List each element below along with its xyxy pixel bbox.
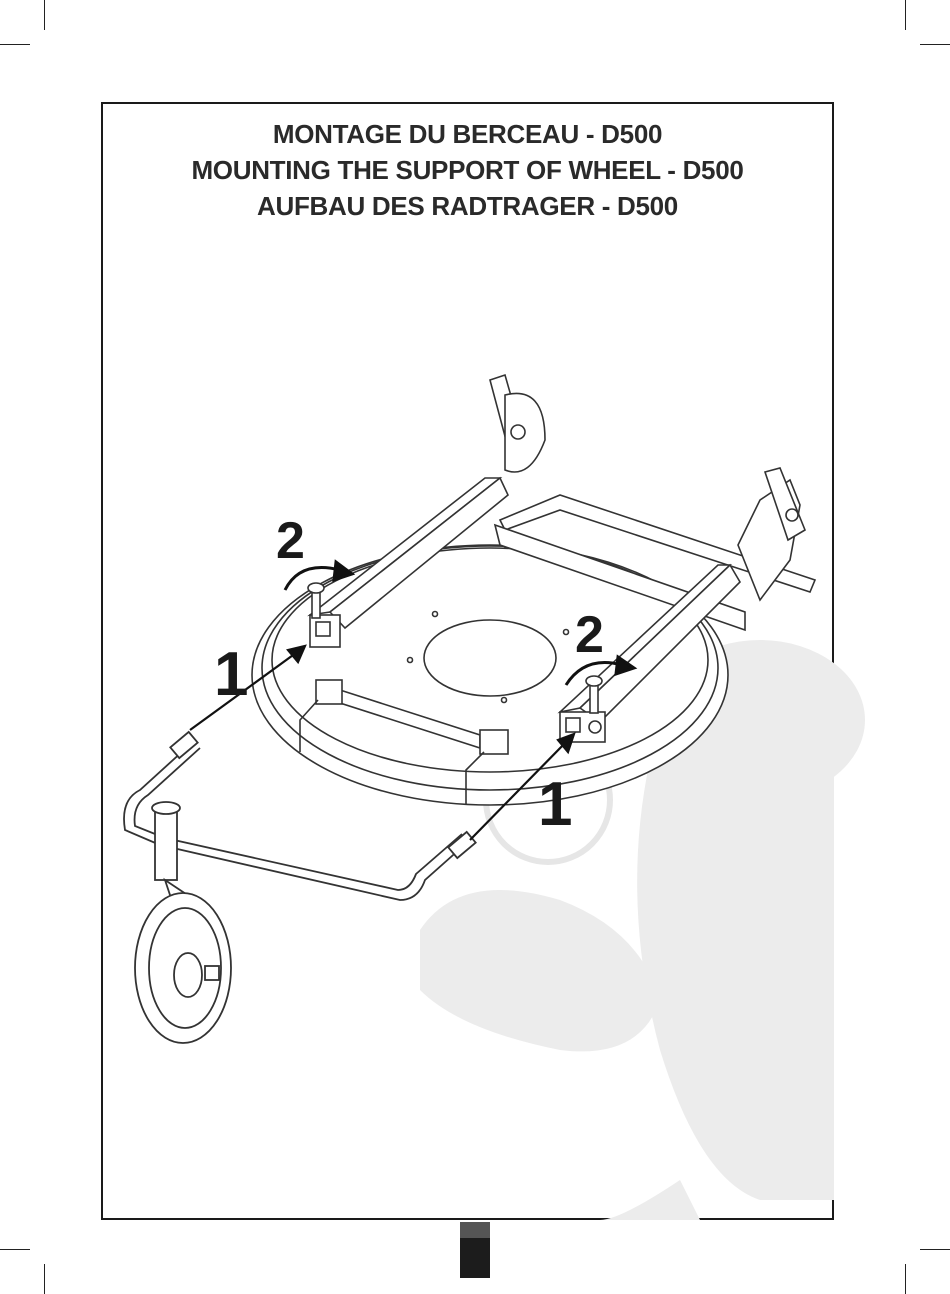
- left-step-1-label: 1: [214, 640, 248, 709]
- wheel: [135, 802, 231, 1043]
- page-tab-marker-top: [460, 1222, 490, 1238]
- right-step-2-label: 2: [575, 606, 604, 664]
- wheel-pivot: [155, 810, 177, 880]
- left-step-2-label: 2: [276, 512, 305, 570]
- left-bolt: [312, 590, 320, 618]
- right-bolt: [590, 683, 598, 713]
- right-step-1-label: 1: [538, 770, 572, 839]
